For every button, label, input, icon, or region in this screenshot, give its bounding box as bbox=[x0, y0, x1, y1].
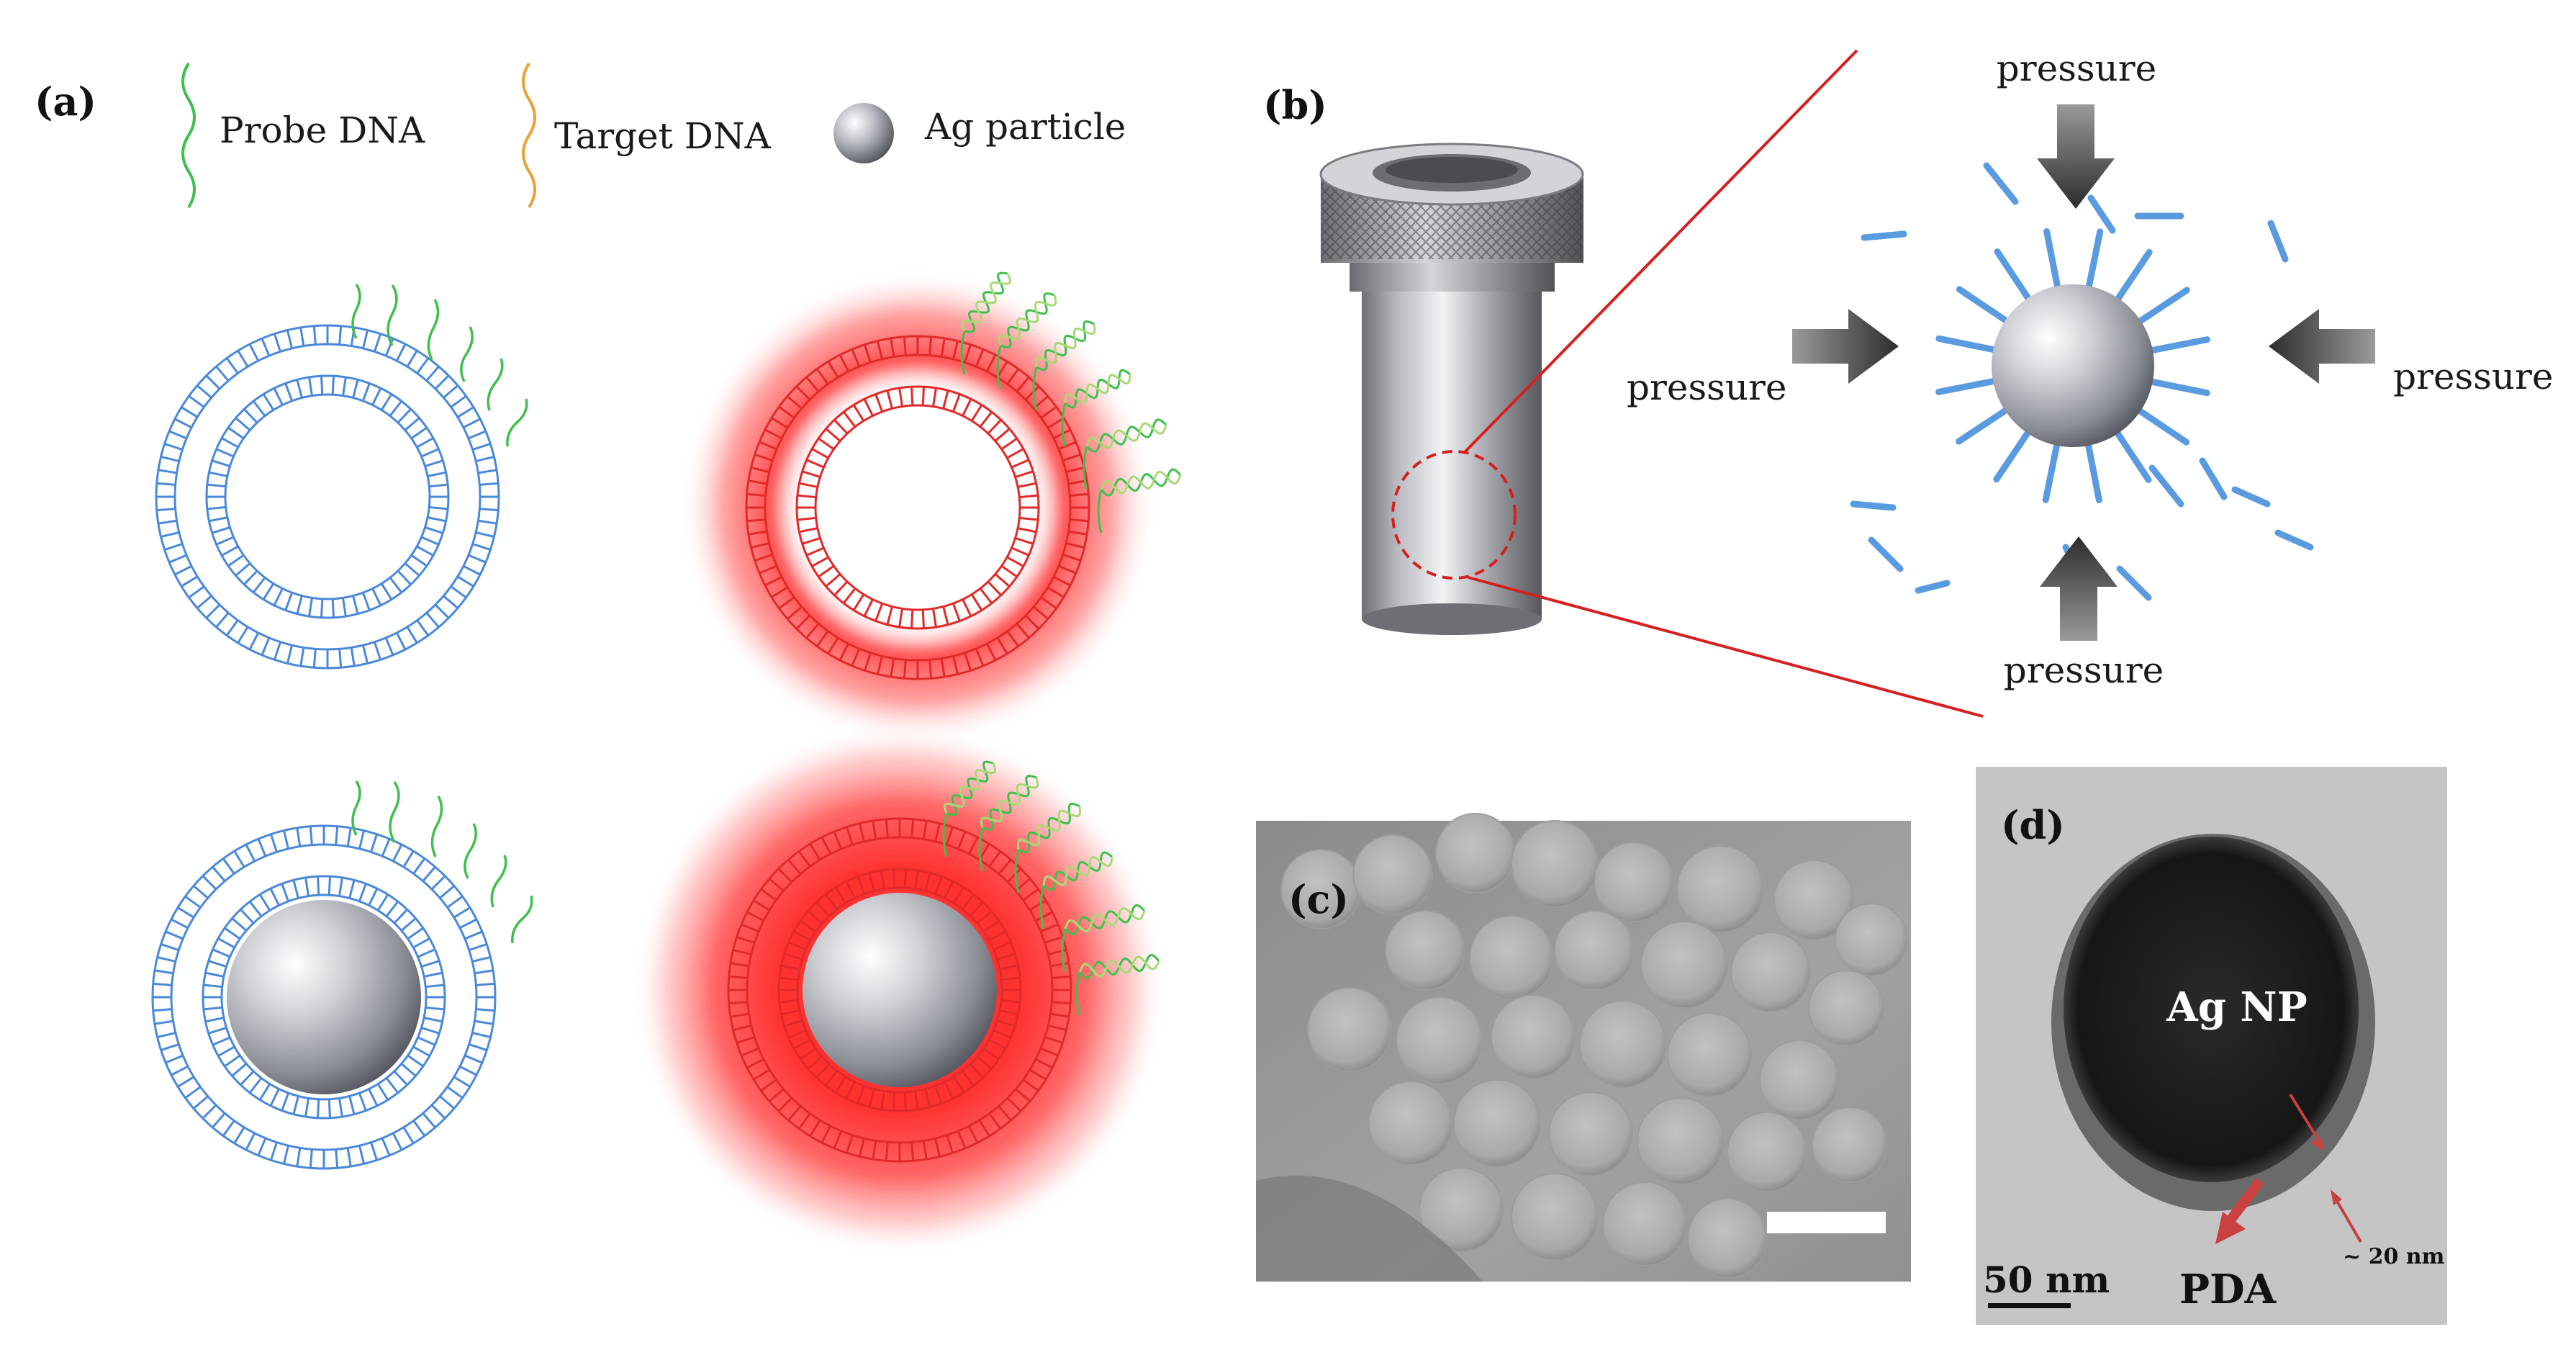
pressure-vessel bbox=[1319, 143, 1584, 635]
pressure-label-left: pressure bbox=[1627, 366, 1787, 408]
probe-dna-legend-label: Probe DNA bbox=[220, 109, 425, 151]
tem-scale-bar bbox=[1988, 1303, 2071, 1308]
probe-dna-strands-bottom bbox=[351, 780, 533, 944]
pressure-arrow-top-icon bbox=[2037, 104, 2115, 209]
ag-np-core bbox=[2064, 837, 2359, 1182]
shell-inner-arrow-icon bbox=[2289, 1093, 2320, 1143]
pressure-arrow-right-icon bbox=[2269, 309, 2375, 384]
sem-scale-bar bbox=[1767, 1212, 1886, 1233]
legend: Probe DNA Target DNA Ag particle bbox=[181, 62, 1126, 209]
panel-a-label: (a) bbox=[35, 78, 96, 125]
panel-c-sem-image: (c) bbox=[1256, 813, 1911, 1282]
sem-particles bbox=[1280, 813, 1908, 1279]
pressure-label-top: pressure bbox=[1997, 48, 2157, 89]
target-dna-legend-icon bbox=[522, 62, 536, 209]
zoom-line-lower bbox=[1468, 576, 1984, 718]
panel-d-label: (d) bbox=[2001, 802, 2065, 848]
zoom-line-upper bbox=[1463, 49, 1858, 454]
magnified-ag-particle bbox=[1850, 162, 2314, 601]
panel-b-label: (b) bbox=[1263, 82, 1327, 128]
pressure-arrow-bottom-icon bbox=[2040, 536, 2118, 641]
ag-particle-legend-icon bbox=[833, 103, 894, 163]
panel-b: (b) pressure pressure pressure press bbox=[1263, 48, 2554, 718]
panel-a: (a) Probe DNA Target DNA Ag particle bbox=[35, 62, 1182, 1256]
panel-d-tem-image: (d) Ag NP ~ 20 nm PDA 50 nm bbox=[1976, 767, 2447, 1325]
pressure-arrow-left-icon bbox=[1792, 309, 1899, 384]
panel-c-label: (c) bbox=[1288, 876, 1349, 922]
hybrid-dna-top bbox=[960, 271, 1182, 534]
hybrid-dna-bottom bbox=[942, 760, 1160, 1016]
pressure-label-bottom: pressure bbox=[2004, 649, 2164, 691]
pressure-label-right: pressure bbox=[2393, 356, 2554, 397]
red-vesicle-empty bbox=[745, 335, 1090, 680]
shell-thickness-label: ~ 20 nm bbox=[2343, 1244, 2445, 1269]
probe-dna-legend-icon bbox=[181, 62, 196, 209]
tem-scale-label: 50 nm bbox=[1983, 1259, 2110, 1301]
red-vesicle-ag-core bbox=[727, 817, 1072, 1163]
ag-np-core-label: Ag NP bbox=[2166, 983, 2307, 1031]
zoom-region-circle bbox=[1391, 450, 1517, 580]
blue-vesicle-empty bbox=[155, 324, 500, 670]
blue-vesicle-ag-core bbox=[151, 824, 497, 1170]
target-dna-legend-label: Target DNA bbox=[554, 115, 772, 157]
shell-outer-arrow-icon bbox=[2334, 1197, 2362, 1243]
pda-arrow-icon bbox=[2223, 1177, 2264, 1228]
probe-dna-strands-top bbox=[351, 284, 528, 447]
pda-label: PDA bbox=[2179, 1266, 2277, 1313]
ag-particle-legend-label: Ag particle bbox=[924, 106, 1126, 148]
